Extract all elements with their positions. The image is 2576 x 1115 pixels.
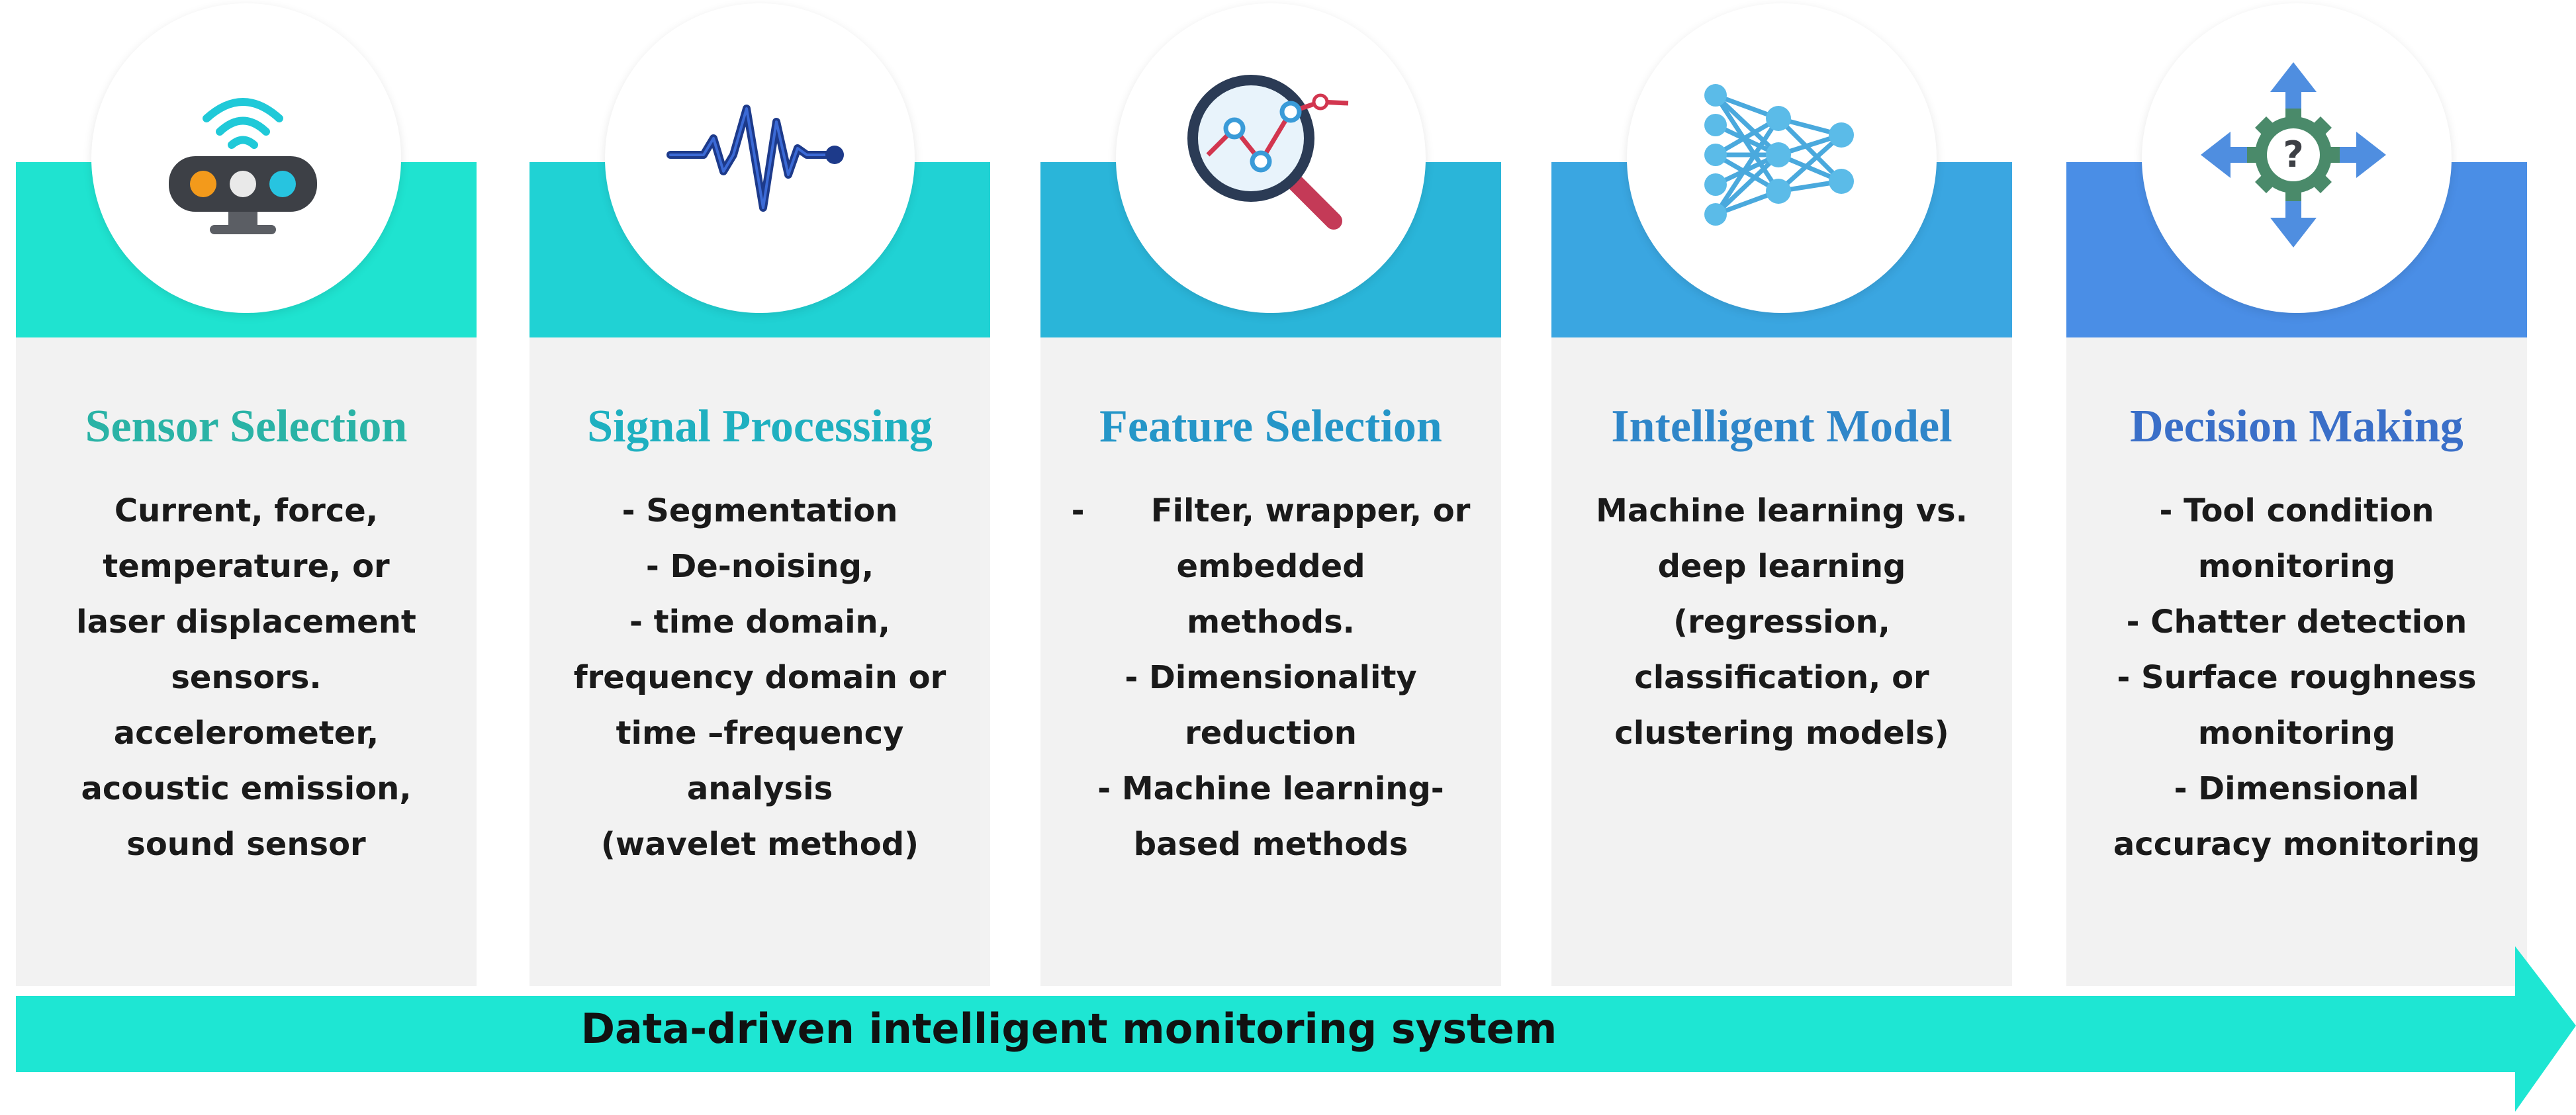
stage-title: Sensor Selection	[85, 401, 408, 452]
stage-panel	[529, 324, 990, 986]
description-line: frequency domain or	[573, 659, 946, 696]
description-line: - Filter, wrapper, or	[1071, 492, 1471, 529]
description-line: analysis	[686, 770, 833, 807]
description-line: - Segmentation	[621, 492, 898, 529]
gear-question-icon: ?	[2201, 62, 2386, 247]
description-line: embedded	[1176, 548, 1365, 585]
description-line: (regression,	[1673, 603, 1890, 641]
stage-sensor-selection: Sensor Selection Current, force, tempera…	[16, 0, 477, 986]
description-line: - De-noising,	[645, 548, 874, 585]
flow-arrow-label: Data-driven intelligent monitoring syste…	[580, 1004, 1557, 1053]
stage-description: - Tool condition monitoring - Chatter de…	[2080, 483, 2514, 872]
stage-title: Feature Selection	[1099, 401, 1442, 452]
icon-circle: ?	[2142, 3, 2452, 313]
sensor-wifi-icon	[169, 98, 317, 234]
description-line: accelerometer,	[113, 715, 379, 752]
description-line: - Dimensional	[2174, 770, 2420, 807]
stage-description: Machine learning vs. deep learning (regr…	[1565, 483, 1999, 761]
flow-arrow	[16, 946, 2576, 1112]
description-line: - Dimensionality	[1125, 659, 1417, 696]
description-line: Current, force,	[114, 492, 379, 529]
description-line: based methods	[1133, 826, 1408, 863]
icon-circle	[1116, 3, 1426, 313]
description-line: temperature, or	[103, 548, 390, 585]
description-line: sensors.	[171, 659, 322, 696]
icon-circle	[605, 3, 915, 313]
description-line: - Tool condition	[2159, 492, 2434, 529]
stage-decision-making: ? Decision Making - Tool condition monit…	[2066, 0, 2527, 986]
stage-panel	[2066, 324, 2527, 986]
stage-title: Decision Making	[2130, 401, 2463, 452]
description-line: clustering models)	[1614, 715, 1949, 752]
stage-feature-selection: Feature Selection - Filter, wrapper, or …	[1040, 0, 1501, 986]
icon-circle	[91, 3, 401, 313]
description-line: accuracy monitoring	[2113, 826, 2481, 863]
description-line: acoustic emission,	[81, 770, 412, 807]
description-line: monitoring	[2197, 715, 2396, 752]
stage-panel	[16, 324, 477, 986]
svg-text:?: ?	[2283, 134, 2303, 175]
stage-title: Signal Processing	[587, 401, 933, 452]
description-line: Machine learning vs.	[1596, 492, 1968, 529]
description-line: - Machine learning-	[1097, 770, 1444, 807]
waveform-icon	[667, 105, 844, 212]
description-line: laser displacement	[76, 603, 416, 641]
description-line: - Surface roughness	[2117, 659, 2477, 696]
description-line: - Chatter detection	[2126, 603, 2467, 641]
neural-network-icon	[1704, 84, 1854, 226]
description-line: deep learning	[1657, 548, 1906, 585]
description-line: reduction	[1185, 715, 1357, 752]
description-line: time –frequency	[616, 715, 904, 752]
stage-panel	[1551, 324, 2012, 986]
stage-intelligent-model: Intelligent Model Machine learning vs. d…	[1551, 0, 2012, 986]
stage-signal-processing: Signal Processing - Segmentation - De-no…	[529, 0, 990, 986]
description-line: - time domain,	[629, 603, 890, 641]
magnifier-chart-icon	[1187, 75, 1349, 230]
description-line: monitoring	[2197, 548, 2396, 585]
stage-panel	[1040, 324, 1501, 986]
description-line: classification, or	[1634, 659, 1929, 696]
stage-description: - Segmentation - De-noising, - time doma…	[543, 483, 977, 872]
description-line: (wavelet method)	[600, 826, 919, 863]
description-line: sound sensor	[126, 826, 366, 863]
stage-description: Current, force, temperature, or laser di…	[29, 483, 463, 872]
description-line: methods.	[1187, 603, 1355, 641]
stage-description: - Filter, wrapper, or embedded methods. …	[1054, 483, 1488, 872]
stage-title: Intelligent Model	[1611, 401, 1953, 452]
icon-circle	[1627, 3, 1937, 313]
